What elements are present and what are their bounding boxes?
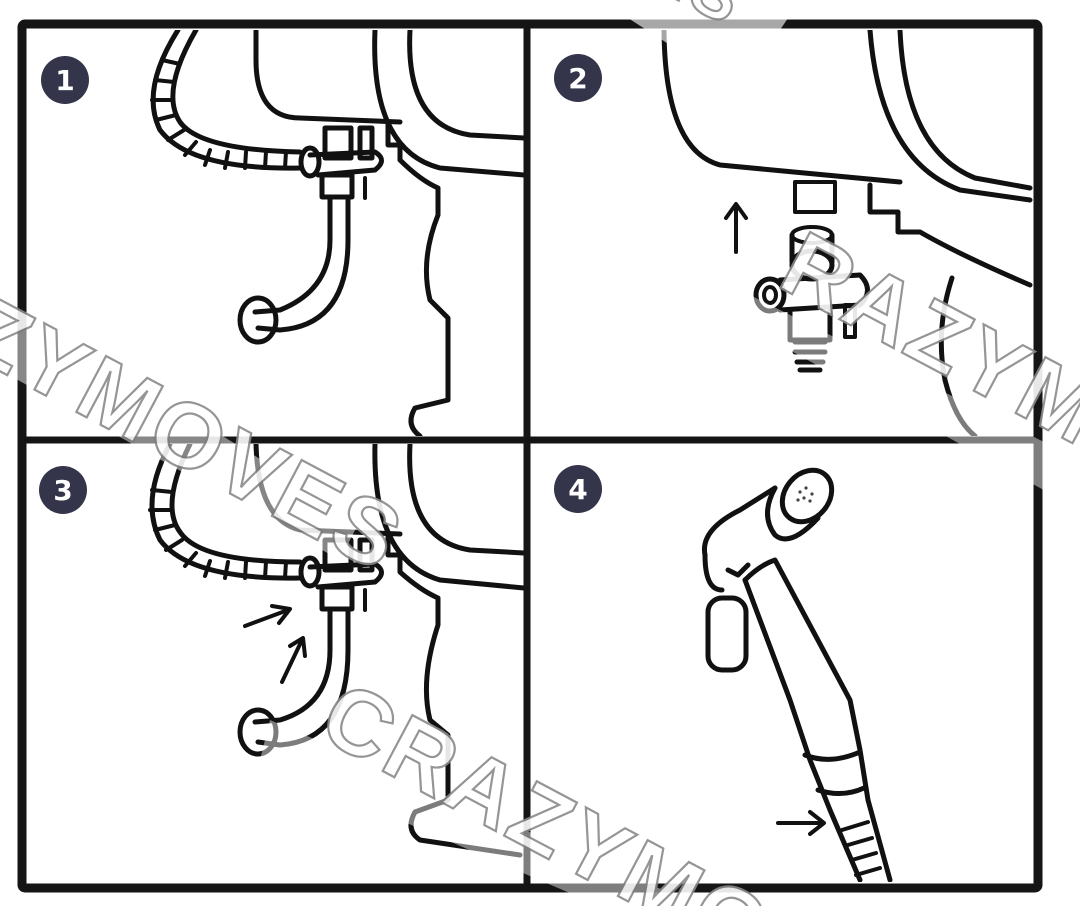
step-number: 4: [568, 473, 587, 506]
step-badge-4: 4: [554, 465, 602, 513]
valve-handle: [307, 561, 384, 590]
step-number: 1: [55, 64, 74, 97]
reconnect-arrows-icon: [243, 604, 307, 684]
step-badge-1: 1: [41, 56, 89, 104]
bidet-sprayer: [701, 467, 893, 882]
panel-frame: [17, 19, 1043, 893]
up-arrow-icon: [724, 202, 748, 254]
toilet-tank: [253, 444, 403, 537]
toilet-bowl-outer: [867, 30, 1033, 203]
step-badge-3: 3: [39, 466, 87, 514]
toilet-bowl-outer: [372, 444, 524, 591]
valve-handle: [307, 149, 384, 178]
tank-inlet: [793, 180, 837, 214]
sprayer-handle: [742, 557, 893, 882]
valve-stem: [322, 125, 354, 161]
step-number: 3: [53, 474, 72, 507]
supply-pipe: [252, 194, 333, 315]
toilet-pedestal: [385, 119, 451, 436]
watermark-text: ZYMOVES: [0, 278, 420, 592]
panel-4: [701, 467, 893, 882]
watermark-text: CRAZYMO: [306, 663, 789, 906]
panel-2: [661, 30, 1033, 436]
toilet-bowl-inner: [407, 30, 524, 141]
toilet-bowl-outer: [372, 30, 524, 178]
t-adapter: [753, 225, 870, 373]
toilet-tank: [253, 30, 403, 125]
valve-stem: [322, 537, 354, 573]
right-arrow-icon: [776, 810, 826, 836]
panel-3: [148, 444, 524, 858]
toilet-tank: [661, 30, 903, 185]
step-badge-2: 2: [554, 54, 602, 102]
toilet-bowl-inner: [897, 30, 1033, 191]
trigger-lever: [705, 595, 749, 673]
spray-nozzle: [779, 467, 835, 525]
step-number: 2: [568, 62, 587, 95]
supply-pipe: [252, 606, 333, 725]
toilet-bowl-inner: [407, 444, 524, 556]
toilet-pedestal: [385, 531, 523, 858]
panel-1: [150, 30, 524, 436]
